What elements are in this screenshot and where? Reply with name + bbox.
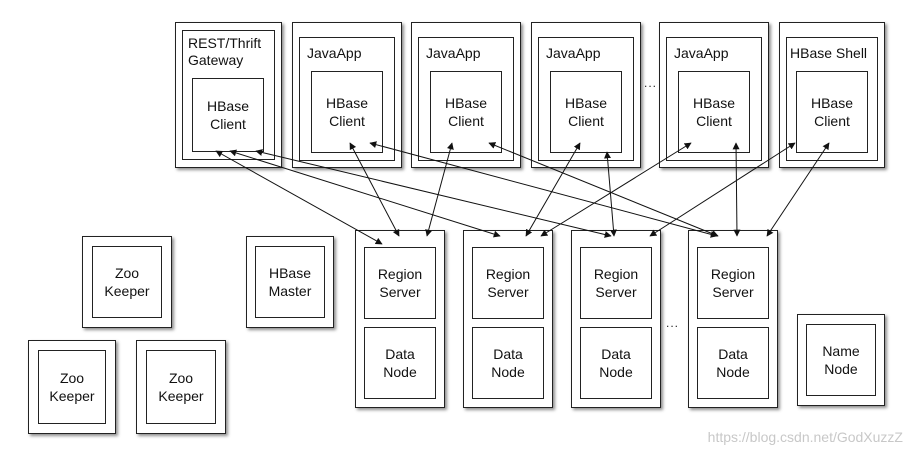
region-server-4: Region Server — [697, 247, 769, 319]
javaapp-label-1: JavaApp — [307, 45, 362, 61]
region-server-2: Region Server — [472, 247, 544, 319]
data-node-3: Data Node — [580, 327, 652, 399]
hbase-client-javaapp-2: HBase Client — [430, 71, 502, 153]
arrow-javaapp1-rs4 — [369, 141, 718, 238]
javaapp-box-1: JavaApp HBase Client — [292, 22, 402, 168]
arrow-javaapp2-rs2 — [488, 142, 719, 237]
hbase-client-javaapp-3: HBase Client — [550, 71, 622, 153]
arrow-shell-rs3 — [649, 142, 796, 237]
zookeeper-label-3: Zoo Keeper — [146, 350, 216, 424]
data-node-4: Data Node — [697, 327, 769, 399]
javaapp-label-4: JavaApp — [674, 45, 729, 61]
hbase-master-label: HBase Master — [255, 246, 325, 318]
name-node-box: Name Node — [797, 314, 885, 406]
hbase-client-javaapp-4: HBase Client — [678, 71, 750, 153]
zookeeper-box-2: Zoo Keeper — [28, 340, 116, 434]
zookeeper-label-1: Zoo Keeper — [92, 246, 162, 318]
server-box-4: Region Server Data Node — [688, 230, 778, 408]
hbase-client-gateway: HBase Client — [192, 78, 264, 152]
server-box-2: Region Server Data Node — [463, 230, 553, 408]
region-server-3: Region Server — [580, 247, 652, 319]
arrow-gateway-rs2 — [229, 149, 501, 238]
arrow-gateway-rs1 — [215, 150, 383, 245]
hbase-client-javaapp-1: HBase Client — [311, 71, 383, 153]
server-box-1: Region Server Data Node — [355, 230, 445, 408]
data-node-2: Data Node — [472, 327, 544, 399]
region-server-1: Region Server — [364, 247, 436, 319]
zookeeper-label-2: Zoo Keeper — [38, 350, 106, 424]
arrow-javaapp2-rs1 — [425, 142, 454, 237]
hbase-master-box: HBase Master — [246, 236, 334, 328]
hbase-client-shell: HBase Client — [796, 71, 868, 153]
data-node-1: Data Node — [364, 327, 436, 399]
javaapp-label-3: JavaApp — [546, 45, 601, 61]
name-node-label: Name Node — [806, 324, 876, 396]
hbase-shell-box: HBase Shell HBase Client — [779, 22, 885, 168]
server-box-3: Region Server Data Node — [571, 230, 661, 408]
arrow-javaapp1-rs1 — [349, 142, 400, 237]
arrow-shell-rs4 — [766, 142, 830, 237]
zookeeper-box-3: Zoo Keeper — [136, 340, 226, 434]
zookeeper-box-1: Zoo Keeper — [82, 236, 172, 328]
hbase-shell-label: HBase Shell — [790, 45, 868, 61]
ellipsis-top: ... — [644, 76, 658, 90]
watermark: https://blog.csdn.net/GodXuzzZ — [707, 429, 903, 445]
ellipsis-bottom: ... — [666, 316, 680, 330]
rest-thrift-gateway-box: REST/Thrift Gateway HBase Client — [175, 22, 282, 168]
arrow-javaapp4-rs4 — [732, 142, 741, 237]
rest-thrift-gateway-label: REST/Thrift Gateway — [188, 35, 262, 68]
arrow-javaapp4-rs2 — [540, 142, 692, 237]
javaapp-label-2: JavaApp — [426, 45, 481, 61]
